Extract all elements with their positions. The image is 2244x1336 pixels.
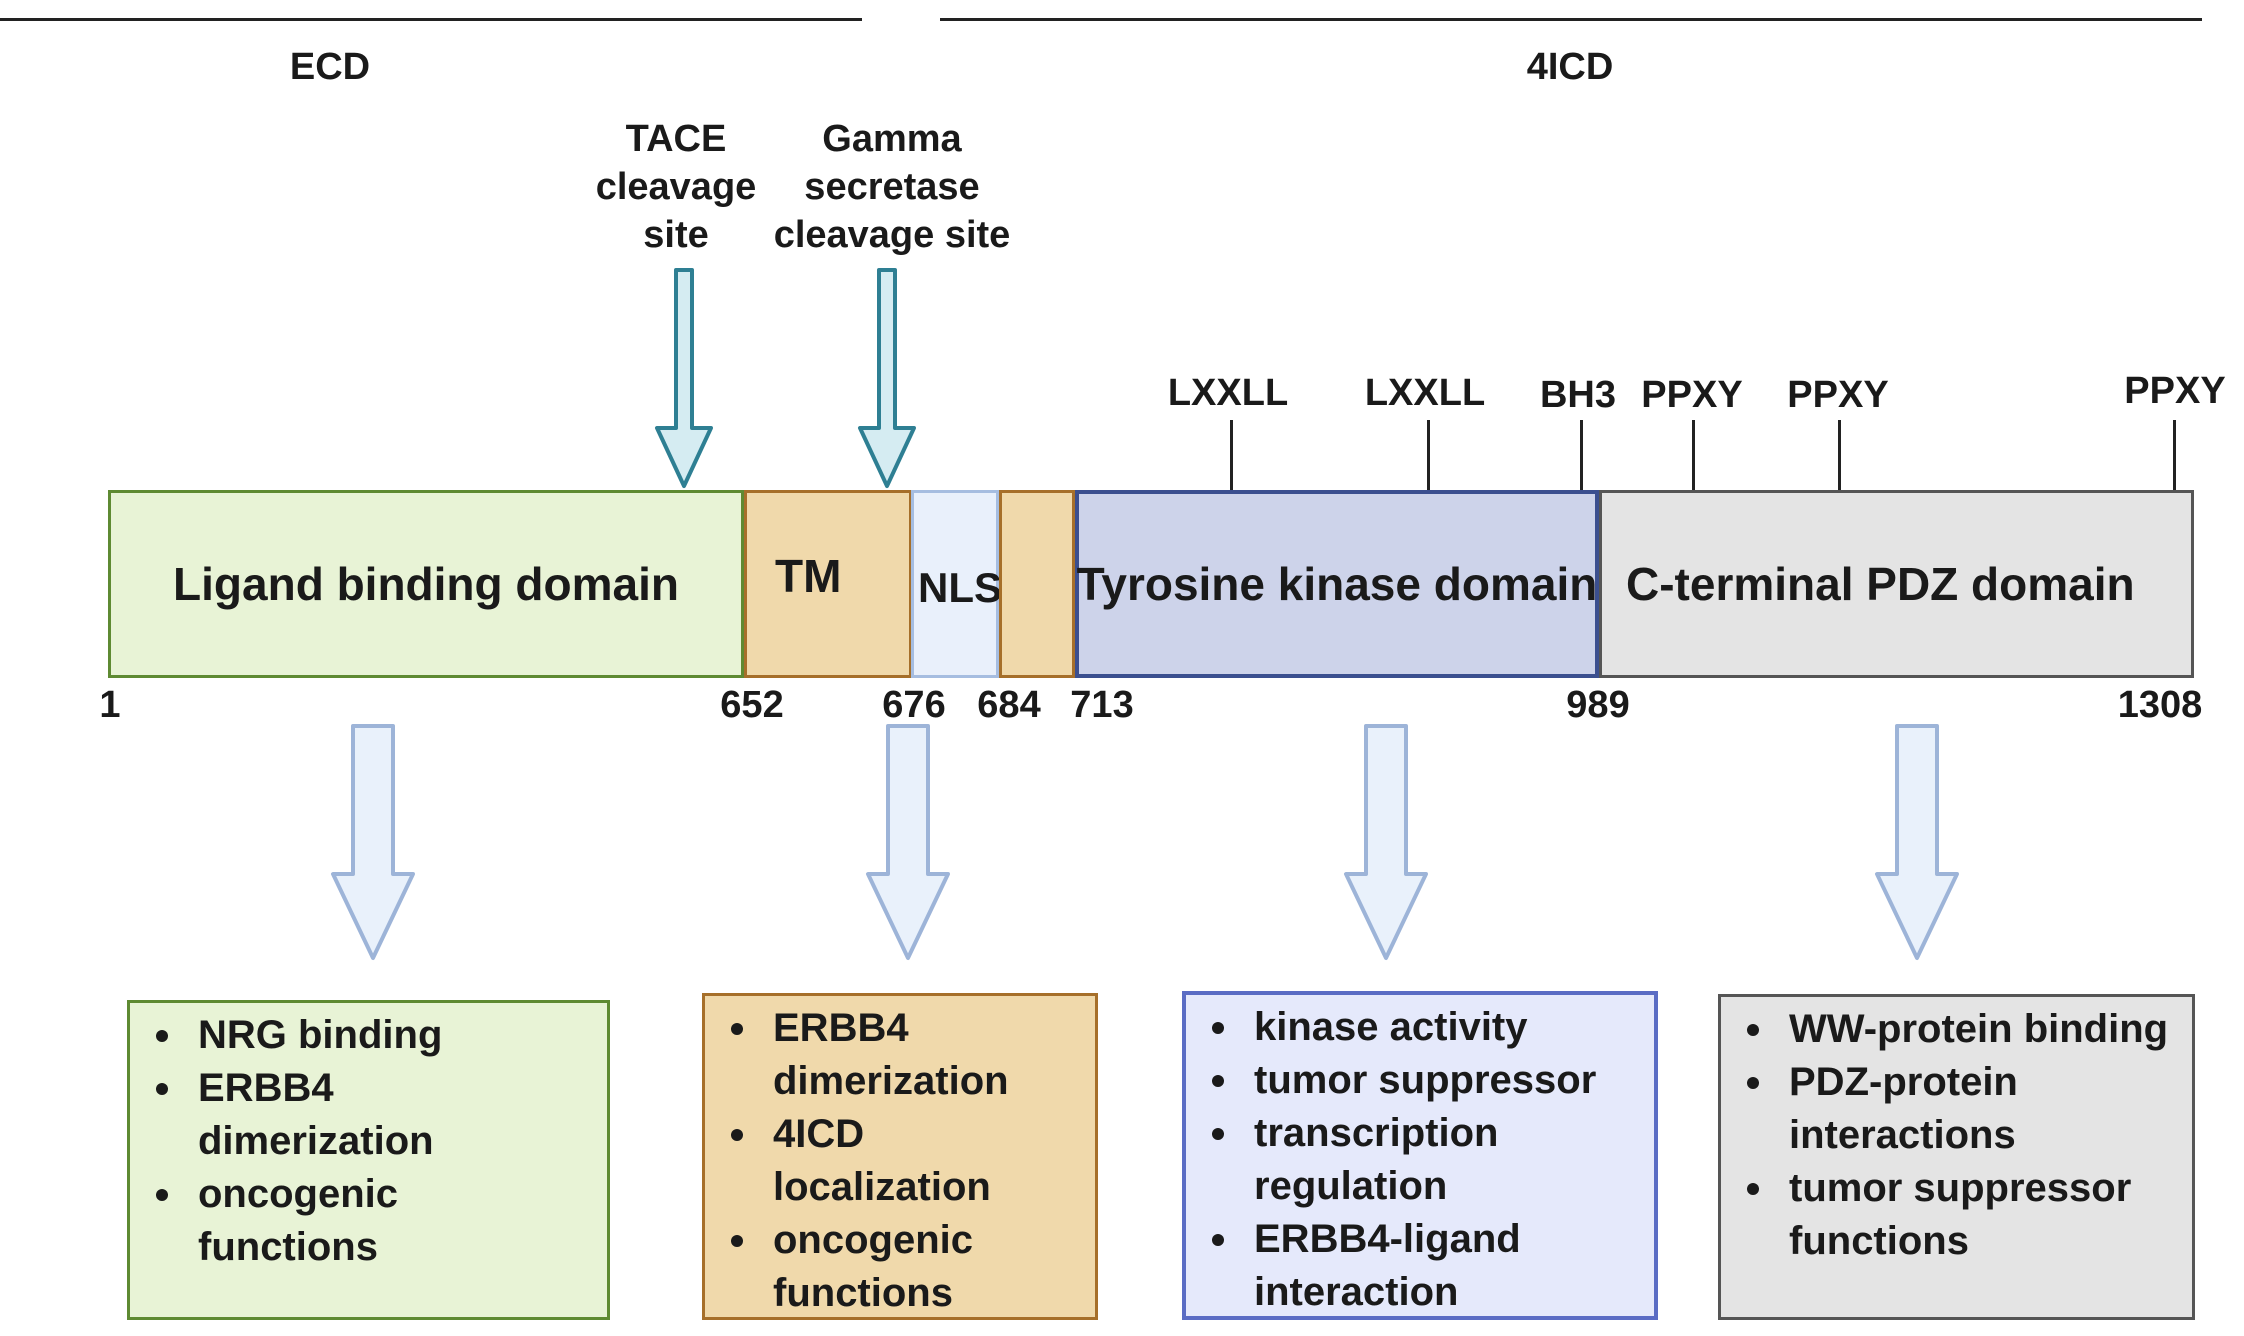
function-item: ERBB4-ligand interaction <box>1200 1213 1574 1319</box>
function-item: transcription regulation <box>1200 1107 1574 1213</box>
icd-region-line <box>940 18 2202 21</box>
lxxll-motif-tick <box>1230 420 1233 490</box>
gamma-secretase-cleavage-label: Gamma secretase cleavage site <box>773 118 1011 256</box>
transmembrane-domain: TM <box>744 490 912 678</box>
tace-cleavage-label: TACE cleavage site <box>595 118 757 256</box>
position-label: 676 <box>882 684 946 726</box>
ppxy-motif-label: PPXY <box>1641 374 1743 416</box>
ecd-region-label: ECD <box>289 46 371 88</box>
pdz-function-arrow <box>1875 724 1959 960</box>
function-item: kinase activity <box>1200 1001 1644 1054</box>
position-label: 1 <box>99 684 121 726</box>
ppxy-motif-label: PPXY <box>2124 370 2226 412</box>
transmembrane-domain-label: TM <box>775 550 842 602</box>
position-label: 652 <box>720 684 784 726</box>
ecd-region-line <box>0 18 862 21</box>
ligand-function-arrow <box>331 724 415 960</box>
bh3-motif-label: BH3 <box>1539 374 1617 416</box>
nls-domain: NLS <box>911 490 1002 678</box>
tace-cleavage-arrow <box>655 268 713 488</box>
function-item: tumor suppressor functions <box>1735 1162 2169 1268</box>
function-item: PDZ-protein interactions <box>1735 1056 2089 1162</box>
position-label: 989 <box>1566 684 1630 726</box>
ppxy-motif-tick <box>1692 420 1695 490</box>
function-item: NRG binding <box>144 1009 597 1062</box>
position-label: 1308 <box>2117 684 2203 726</box>
function-item: tumor suppressor <box>1200 1054 1644 1107</box>
tyrosine-kinase-domain-label: Tyrosine kinase domain <box>1076 558 1598 610</box>
function-item: ERBB4 dimerization <box>144 1062 468 1168</box>
icd-region-label: 4ICD <box>1526 46 1614 88</box>
lxxll-motif-tick <box>1427 420 1430 490</box>
kinase-functions-box: kinase activity tumor suppressor transcr… <box>1182 991 1658 1320</box>
function-item: oncogenic functions <box>719 1214 1003 1320</box>
function-item: oncogenic functions <box>144 1168 428 1274</box>
ppxy-motif-tick <box>1838 420 1841 490</box>
nls-domain-label: NLS <box>918 564 1002 611</box>
c-terminal-pdz-domain-label: C-terminal PDZ domain <box>1626 558 2135 610</box>
lxxll-motif-label: LXXLL <box>1364 372 1486 414</box>
juxtamembrane-segment <box>999 490 1075 678</box>
tyrosine-kinase-domain: Tyrosine kinase domain <box>1075 490 1599 678</box>
tm-function-arrow <box>866 724 950 960</box>
position-label: 684 <box>977 684 1041 726</box>
function-item: 4ICD localization <box>719 1108 1023 1214</box>
ligand-binding-domain-label: Ligand binding domain <box>173 558 679 610</box>
kinase-function-arrow <box>1344 724 1428 960</box>
ppxy-motif-label: PPXY <box>1787 374 1889 416</box>
c-terminal-pdz-domain: C-terminal PDZ domain <box>1599 490 2194 678</box>
tm-functions-box: ERBB4 dimerization 4ICD localization onc… <box>702 993 1098 1320</box>
function-item: WW-protein binding <box>1735 1003 2182 1056</box>
ppxy-motif-tick <box>2173 420 2176 490</box>
gamma-secretase-cleavage-arrow <box>858 268 916 488</box>
lxxll-motif-label: LXXLL <box>1167 372 1289 414</box>
pdz-functions-box: WW-protein binding PDZ-protein interacti… <box>1718 994 2195 1320</box>
function-item: ERBB4 dimerization <box>719 1002 1043 1108</box>
ligand-functions-box: NRG binding ERBB4 dimerization oncogenic… <box>127 1000 610 1320</box>
bh3-motif-tick <box>1580 420 1583 490</box>
ligand-binding-domain: Ligand binding domain <box>108 490 744 678</box>
position-label: 713 <box>1070 684 1134 726</box>
